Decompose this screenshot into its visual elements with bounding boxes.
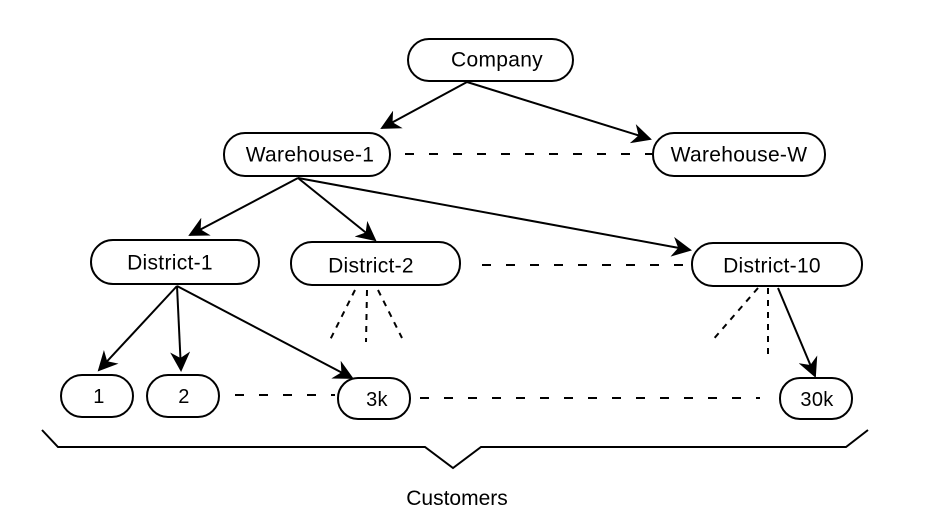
node-customer-1: 1 [60, 374, 134, 418]
node-district-1-label: District-1 [127, 252, 213, 275]
node-customer-30k: 30k [779, 377, 853, 420]
node-district-2: District-2 [290, 241, 461, 286]
edge-company-warehouse-1 [380, 81, 468, 129]
node-customer-2-label: 2 [178, 386, 189, 408]
customers-brace [41, 429, 869, 470]
node-district-2-label: District-2 [328, 255, 414, 278]
node-warehouse-1-label: Warehouse-1 [246, 144, 375, 167]
node-warehouse-w: Warehouse-W [652, 132, 826, 177]
dashed-child-district-2-right [377, 289, 403, 339]
node-company-label: Company [451, 49, 543, 72]
node-customer-1-label: 1 [93, 386, 104, 408]
node-warehouse-1: Warehouse-1 [223, 132, 391, 177]
node-district-10-label: District-10 [723, 255, 821, 278]
edge-district-1-customer-1 [97, 285, 178, 372]
dashed-child-district-2-mid [365, 289, 368, 343]
edge-company-warehouse-w [466, 81, 652, 144]
node-warehouse-w-label: Warehouse-W [671, 144, 808, 167]
dashed-child-district-10-left [710, 287, 759, 343]
node-district-10: District-10 [691, 242, 863, 287]
node-customer-3k: 3k [337, 377, 411, 420]
edge-warehouse-1-district-10 [297, 177, 692, 257]
customers-label: Customers [406, 487, 508, 510]
node-customer-3k-label: 3k [366, 389, 388, 411]
node-customer-2: 2 [146, 374, 220, 418]
edge-district-1-customer-3k [176, 285, 354, 379]
node-district-1: District-1 [90, 239, 260, 285]
edge-warehouse-1-district-1 [188, 177, 299, 236]
dashed-child-district-2-left [329, 289, 356, 341]
edge-warehouse-1-district-2 [297, 177, 377, 242]
edge-district-10-customer-30k [777, 287, 818, 378]
node-company: Company [407, 38, 574, 82]
edge-district-1-customer-2 [170, 285, 191, 372]
node-customer-30k-label: 30k [800, 389, 834, 411]
